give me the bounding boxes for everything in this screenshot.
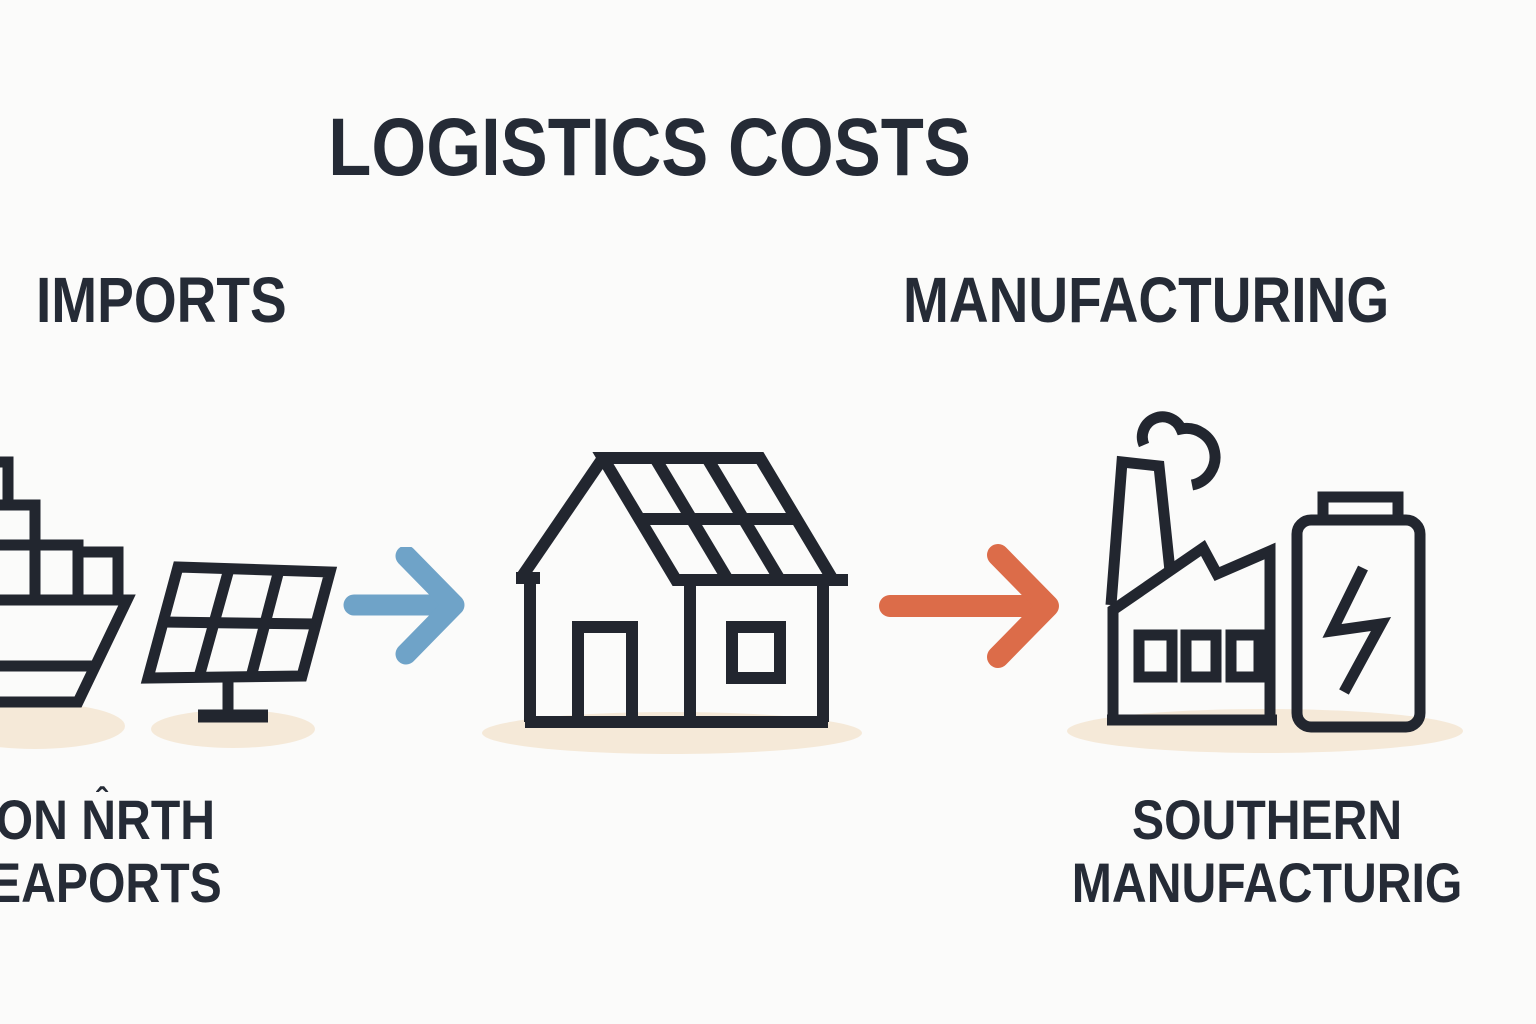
cargo-ship-icon [0,456,136,708]
manufacturing-caption: SOUTHERN MANUFACTURIG [1040,788,1490,914]
house-door [572,621,638,728]
imports-caption-line2: EAPORTS [0,851,222,914]
factory-body [1107,539,1276,720]
page-title: LOGISTICS COSTS [0,107,1300,189]
factory-chimney [1105,455,1176,606]
house-window [726,621,786,684]
battery-icon [1291,491,1426,733]
solar-house-icon [516,452,848,728]
solar-panel-icon [140,561,338,723]
caption-accent-mark: ˆ [96,782,108,820]
imports-heading: IMPORTS [36,264,287,336]
imports-caption: ON NRTH EAPORTS [0,788,285,914]
factory-window [1180,629,1222,683]
imports-caption-line1: ON NRTH [0,788,215,851]
factory-icon [1105,411,1426,733]
manufacturing-caption-line2: MANUFACTURIG [1071,851,1463,914]
blue-arrow-icon [343,547,465,665]
manufacturing-caption-line1: SOUTHERN [1131,788,1403,851]
lightning-bolt-icon [1322,565,1392,695]
orange-arrow-icon [879,544,1059,668]
manufacturing-heading: MANUFACTURING [903,264,1390,336]
page-title-text: LOGISTICS COSTS [328,102,972,193]
factory-window [1225,629,1265,683]
smoke-icon [1136,411,1221,491]
factory-window [1133,629,1178,683]
